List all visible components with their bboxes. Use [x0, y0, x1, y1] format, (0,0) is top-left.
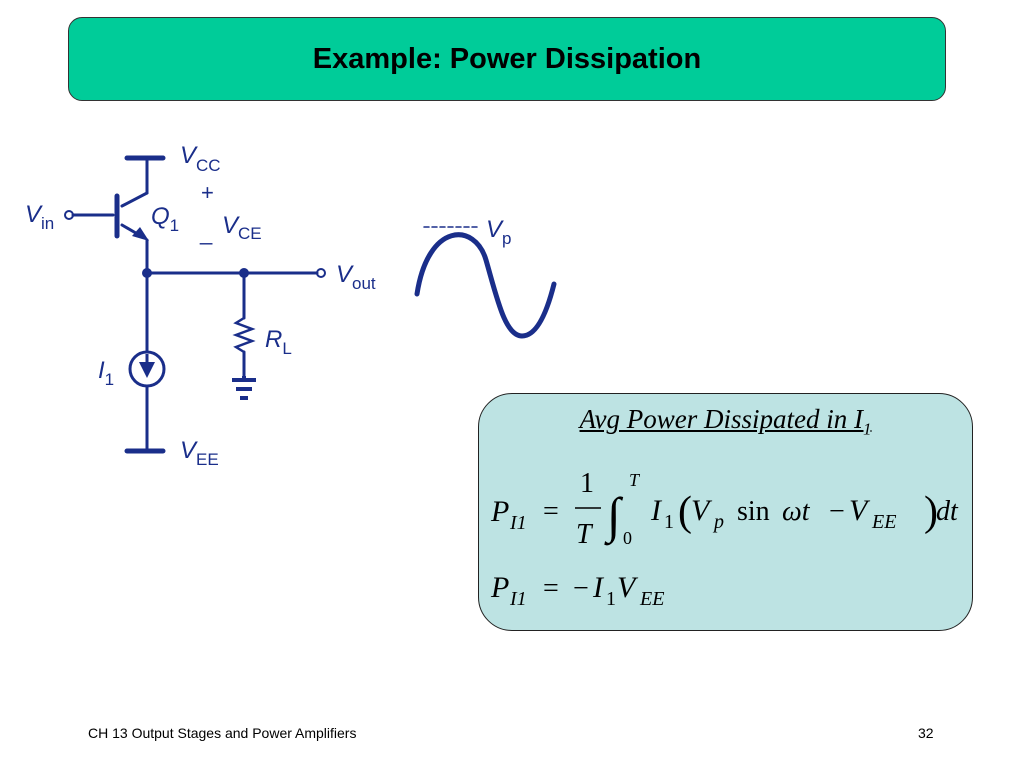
- current-source-arrow: [139, 362, 155, 378]
- rl-resistor: [232, 316, 256, 354]
- emitter-arrow: [132, 227, 149, 241]
- ground-bar-1: [232, 378, 256, 382]
- output-node-dot: [142, 268, 152, 278]
- power-result-equation: P I1 = − I 1 V EE: [490, 571, 664, 610]
- footer-page-number: 32: [918, 725, 934, 741]
- vout-terminal: [316, 268, 326, 278]
- svg-text:I1: I1: [509, 512, 527, 534]
- close-paren: ): [924, 489, 938, 535]
- minus-label: _: [199, 220, 213, 245]
- svg-text:I: I: [592, 571, 605, 604]
- power-integral-equation: P I1 = 1 T ∫ T 0 I 1 ( V p sin ωt − V EE…: [490, 468, 959, 550]
- svg-text:ωt: ωt: [782, 496, 811, 527]
- formula-heading: Avg Power Dissipated in I1: [579, 404, 872, 439]
- rl-lead-line: [242, 376, 246, 378]
- svg-text:1: 1: [580, 468, 594, 499]
- svg-text:−: −: [573, 573, 589, 604]
- svg-text:V: V: [691, 494, 713, 527]
- svg-text:1: 1: [664, 511, 674, 533]
- footer-chapter: CH 13 Output Stages and Power Amplifiers: [88, 725, 357, 741]
- svg-text:1: 1: [606, 588, 616, 610]
- title-bar: Example: Power Dissipation: [68, 17, 946, 101]
- slide-title: Example: Power Dissipation: [312, 42, 702, 75]
- svg-text:V: V: [849, 494, 871, 527]
- vee-label: VEE: [180, 437, 219, 469]
- vce-label: VCE: [222, 212, 262, 243]
- ground-bar-2: [236, 387, 252, 391]
- vp-label: Vp: [486, 216, 511, 248]
- svg-text:T: T: [629, 470, 641, 490]
- svg-text:V: V: [617, 571, 639, 604]
- vout-label: Vout: [336, 261, 376, 293]
- svg-text:P: P: [490, 495, 509, 528]
- plus-label: +: [201, 180, 214, 205]
- collector-lead: [120, 191, 149, 208]
- svg-text:=: =: [543, 496, 559, 527]
- svg-text:p: p: [712, 511, 724, 533]
- svg-text:P: P: [490, 571, 509, 604]
- svg-text:T: T: [576, 519, 594, 550]
- vcc-label: VCC: [180, 142, 221, 175]
- svg-text:EE: EE: [871, 511, 896, 533]
- sine-wave: [414, 232, 557, 339]
- rl-label: RL: [265, 326, 292, 358]
- formula-box: Avg Power Dissipated in I1 P I1 = 1 T ∫ …: [478, 393, 973, 631]
- svg-text:dt: dt: [936, 496, 959, 527]
- svg-text:−: −: [829, 496, 845, 527]
- svg-text:0: 0: [623, 528, 632, 548]
- svg-text:EE: EE: [639, 588, 664, 610]
- open-paren: (: [678, 489, 692, 535]
- i1-label: I1: [98, 357, 114, 389]
- svg-text:I: I: [650, 494, 663, 527]
- vin-label: Vin: [25, 201, 54, 233]
- q1-label: Q1: [151, 203, 179, 235]
- formula-equations: P I1 = 1 T ∫ T 0 I 1 ( V p sin ωt − V EE…: [490, 468, 959, 610]
- svg-text:I1: I1: [509, 588, 527, 610]
- integral-sign: ∫: [604, 487, 624, 546]
- ground-bar-3: [240, 396, 248, 400]
- svg-text:=: =: [543, 573, 559, 604]
- rl-node-dot: [239, 268, 249, 278]
- svg-text:sin: sin: [737, 496, 770, 527]
